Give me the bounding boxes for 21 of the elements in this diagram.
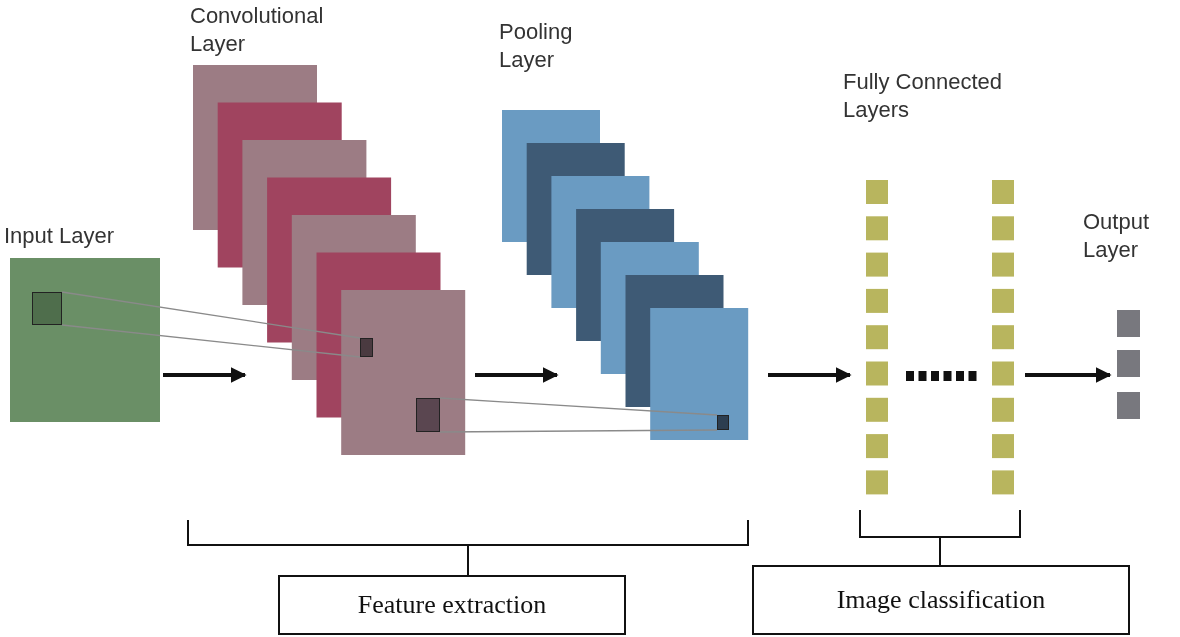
projection-line (439, 397, 718, 416)
filter-window (360, 338, 373, 357)
layer-label: Input Layer (4, 222, 116, 250)
stage-label: Feature extraction (357, 590, 547, 620)
arrow (475, 367, 559, 383)
filter-window (717, 415, 729, 430)
filter-window (416, 398, 440, 432)
layer-label: Fully Connected Layers (843, 68, 1003, 124)
arrow (1025, 367, 1112, 383)
label-box (752, 565, 1130, 635)
stage-label: Image classification (836, 585, 1046, 615)
projection-line (61, 324, 361, 358)
arrow (163, 367, 247, 383)
filter-window (32, 292, 62, 325)
layer-label: Pooling Layer (499, 18, 574, 74)
label-box (278, 575, 626, 635)
projection-line (439, 429, 718, 433)
layer-label: Output Layer (1083, 208, 1151, 264)
arrow (768, 367, 852, 383)
layer-label: Convolutional Layer (190, 2, 325, 58)
projection-line (61, 291, 361, 339)
